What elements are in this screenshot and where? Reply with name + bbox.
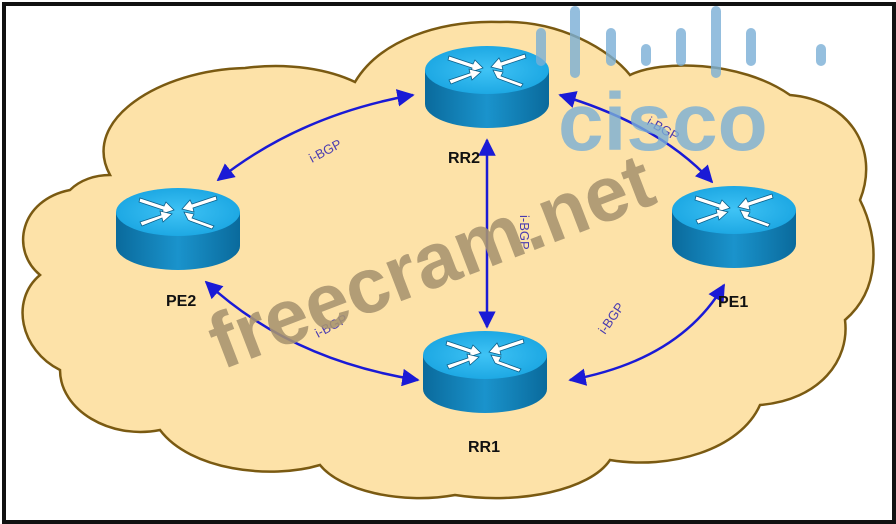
router-rr2[interactable] bbox=[424, 45, 550, 129]
router-rr1[interactable] bbox=[422, 330, 548, 414]
cisco-watermark: cisco bbox=[558, 77, 768, 168]
link-pe1-rr1 bbox=[568, 283, 726, 386]
link-rr2-pe2 bbox=[216, 89, 415, 182]
node-label-rr1: RR1 bbox=[468, 439, 500, 456]
cisco-logo-bars-icon bbox=[536, 6, 826, 78]
node-label-pe1: PE1 bbox=[718, 294, 748, 311]
node-label-rr2: RR2 bbox=[448, 150, 480, 167]
router-pe2[interactable] bbox=[115, 187, 241, 271]
link-label-rr2-rr1: i-BGP bbox=[517, 215, 532, 250]
node-label-pe2: PE2 bbox=[166, 293, 196, 310]
router-pe1[interactable] bbox=[671, 185, 797, 269]
link-pe2-rr1 bbox=[204, 280, 420, 387]
link-rr2-pe1 bbox=[558, 91, 714, 184]
